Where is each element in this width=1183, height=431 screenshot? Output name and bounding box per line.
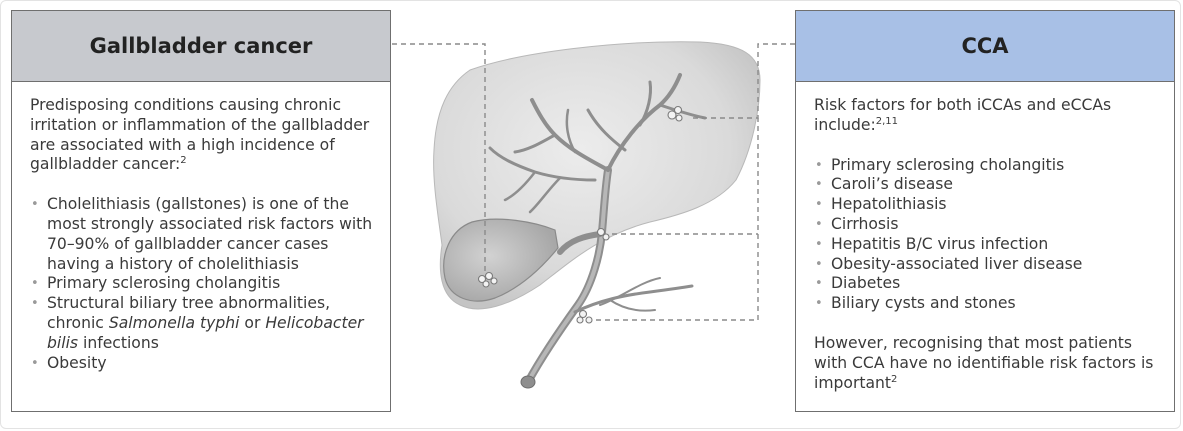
list-item: Diabetes — [814, 274, 1158, 294]
list-item: Cholelithiasis (gallstones) is one of th… — [30, 195, 374, 274]
list-item: Biliary cysts and stones — [814, 294, 1158, 314]
cca-intro: Risk factors for both iCCAs and eCCAs in… — [814, 96, 1112, 134]
gallbladder-cancer-panel: Gallbladder cancer Predisposing conditio… — [11, 10, 391, 412]
bile-duct-icon — [488, 73, 707, 386]
list-item: Obesity — [30, 354, 374, 374]
tumor-icon — [477, 105, 683, 324]
cca-title: CCA — [796, 11, 1174, 82]
list-item: Hepatolithiasis — [814, 195, 1158, 215]
gallbladder-icon — [443, 218, 559, 302]
cca-closing: However, recognising that most patients … — [814, 333, 1154, 392]
list-item: Structural biliary tree abnormalities, c… — [30, 294, 374, 353]
list-item: Primary sclerosing cholangitis — [30, 274, 374, 294]
reference: 2,11 — [875, 115, 899, 127]
list-item: Caroli’s disease — [814, 175, 1158, 195]
leader-lines — [392, 43, 795, 321]
gallbladder-risk-list: Cholelithiasis (gallstones) is one of th… — [30, 195, 374, 373]
list-item: Hepatitis B/C virus infection — [814, 235, 1158, 255]
list-item: Obesity-associated liver disease — [814, 255, 1158, 275]
gallbladder-intro: Predisposing conditions causing chronic … — [30, 96, 370, 174]
list-item: Cirrhosis — [814, 215, 1158, 235]
list-item: Primary sclerosing cholangitis — [814, 156, 1158, 176]
cca-risk-list: Primary sclerosing cholangitis Caroli’s … — [814, 156, 1158, 314]
reference: 2 — [180, 155, 187, 167]
cca-panel: CCA Risk factors for both iCCAs and eCCA… — [795, 10, 1175, 412]
gallbladder-cancer-title: Gallbladder cancer — [12, 11, 390, 82]
reference: 2 — [891, 373, 898, 385]
